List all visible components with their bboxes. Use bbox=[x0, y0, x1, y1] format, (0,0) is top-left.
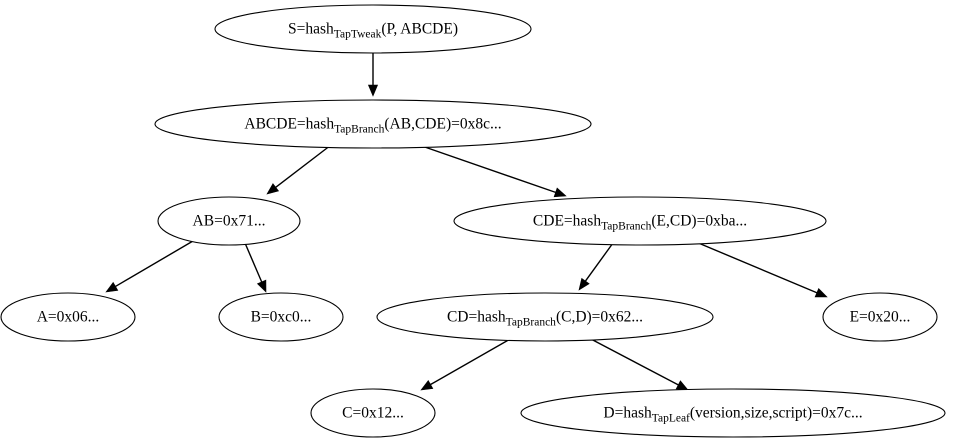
edge-ab-to-a bbox=[115, 240, 194, 288]
edge-ab-to-b bbox=[244, 242, 263, 283]
nodes-group bbox=[0, 4, 946, 438]
arrowhead-ab-to-a bbox=[105, 281, 119, 293]
edges-group bbox=[105, 53, 828, 391]
arrowhead-abcde-to-cde bbox=[553, 187, 567, 198]
edge-cd-to-d bbox=[588, 337, 679, 386]
node-cde[interactable] bbox=[453, 196, 827, 246]
node-a[interactable] bbox=[0, 292, 136, 342]
edge-abcde-to-cde bbox=[418, 144, 556, 194]
node-e[interactable] bbox=[822, 292, 938, 342]
edge-cd-to-c bbox=[430, 337, 513, 386]
arrowhead-cde-to-e bbox=[814, 287, 828, 298]
arrowhead-cde-to-cd bbox=[578, 277, 590, 291]
edge-cde-to-cd bbox=[584, 242, 614, 282]
edge-abcde-to-ab bbox=[275, 144, 332, 188]
arrowhead-abcde-to-ab bbox=[266, 183, 280, 195]
arrowhead-ab-to-b bbox=[256, 279, 267, 293]
node-d[interactable] bbox=[520, 388, 946, 438]
node-abcde[interactable] bbox=[154, 99, 592, 149]
node-cd[interactable] bbox=[376, 292, 714, 342]
edge-cde-to-e bbox=[695, 241, 818, 294]
node-b[interactable] bbox=[218, 292, 344, 342]
arrowhead-cd-to-d bbox=[675, 380, 689, 391]
node-ab[interactable] bbox=[157, 196, 301, 246]
node-s[interactable] bbox=[214, 4, 532, 54]
arrowhead-cd-to-c bbox=[420, 380, 434, 391]
node-c[interactable] bbox=[310, 388, 436, 438]
arrowhead-s-to-abcde bbox=[367, 84, 379, 97]
